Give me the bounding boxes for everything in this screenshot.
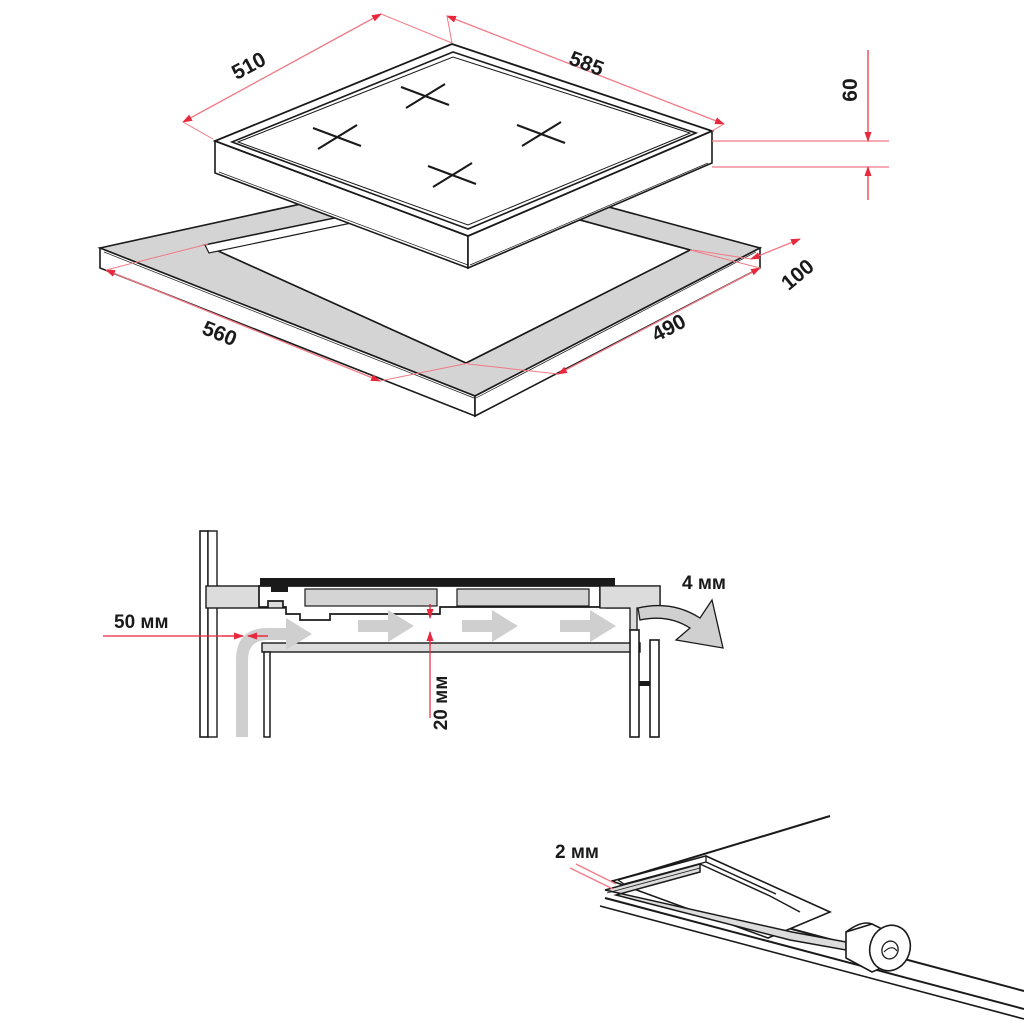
hob-section <box>258 578 661 631</box>
shelf-support-left <box>263 651 271 738</box>
dimension-510-ext-a <box>182 121 214 140</box>
dimension-490-line <box>557 267 761 375</box>
wall-panel-outer <box>199 530 209 738</box>
burner-block-right <box>456 588 590 607</box>
dimension-20mm-label: 20 мм <box>431 676 452 731</box>
cabinet-door <box>629 629 660 738</box>
door-panel-inner <box>629 629 640 738</box>
dimension-2mm-leader-b <box>575 863 617 885</box>
burner-left <box>312 124 362 150</box>
airflow-arrow-2 <box>462 610 518 642</box>
airflow-arrow-3 <box>560 610 616 642</box>
dimension-2mm-label: 2 мм <box>555 842 599 863</box>
dimension-585-line <box>446 15 725 125</box>
seal-channel-lines <box>699 861 801 913</box>
dimension-100-line <box>750 238 801 260</box>
dimension-585-ext-a <box>446 15 453 44</box>
airflow-arrow-group <box>236 610 616 737</box>
door-hinge <box>639 681 650 686</box>
door-gap-curved-arrow <box>637 598 724 649</box>
dimension-510-ext-b <box>380 13 453 44</box>
worktop-near-line <box>604 897 1024 1010</box>
seal-channel-line-1 <box>699 863 801 913</box>
dimension-4mm: 4 мм <box>682 573 726 594</box>
back-wall <box>199 530 218 738</box>
dimension-560-ext-b <box>379 362 470 382</box>
burner-rear <box>400 83 450 109</box>
dimension-50mm-label: 50 мм <box>114 612 169 633</box>
gasket-tape-roll <box>845 922 912 973</box>
sealing-gasket-strip <box>604 863 847 951</box>
hob-notch <box>271 582 288 592</box>
dimension-560-ext-a <box>105 243 209 271</box>
dimension-50mm: 50 мм <box>103 612 268 640</box>
hob-glass-top <box>260 578 615 586</box>
dimension-2mm: 2 мм <box>555 842 617 890</box>
airflow-arrow-1 <box>358 610 414 642</box>
figure-cross-section-view: 50 мм 20 мм 4 мм <box>103 530 726 738</box>
door-panel-outer <box>649 639 660 738</box>
airflow-arrow-curved <box>236 618 312 737</box>
cutout-corner-rim <box>616 855 707 885</box>
figure-seal-tape-view: 2 мм <box>555 815 1024 1020</box>
hob-skirt-line-right <box>469 162 709 266</box>
burner-block-left <box>304 588 438 607</box>
hob-skirt-line-left <box>218 171 469 266</box>
cabinet-shelf <box>261 642 641 738</box>
dimension-510-line <box>182 13 382 123</box>
figure-exploded-install-view: 510 585 60 560 490 <box>97 13 889 418</box>
shelf-board <box>261 642 641 653</box>
tape-roll-core <box>881 940 899 960</box>
worktop-near-line-2 <box>599 905 1024 1020</box>
dimension-490-ext-b <box>689 249 761 269</box>
dimension-2mm-leader-a <box>569 867 614 890</box>
dimension-60-label: 60 <box>839 78 862 101</box>
seal-channel-line-2 <box>705 861 777 895</box>
dimension-100-ext-a <box>692 249 752 260</box>
dimension-60: 60 <box>712 50 889 200</box>
gasket-band <box>604 863 847 951</box>
wall-panel-inner <box>207 530 218 738</box>
tape-roll-spiral <box>883 947 898 953</box>
gasket-band-highlight <box>606 867 701 894</box>
tape-roll-leading-edge <box>845 922 873 933</box>
dimension-4mm-label: 4 мм <box>682 573 726 594</box>
burner-front <box>427 162 477 188</box>
door-gap-arrow <box>637 598 724 649</box>
dimension-490-ext-a <box>467 363 559 375</box>
dimension-585-ext-b <box>711 123 725 132</box>
burner-right <box>516 121 566 147</box>
dimension-560-line <box>105 269 381 382</box>
dimension-20mm: 20 мм <box>426 604 452 731</box>
burner-group <box>312 83 566 188</box>
